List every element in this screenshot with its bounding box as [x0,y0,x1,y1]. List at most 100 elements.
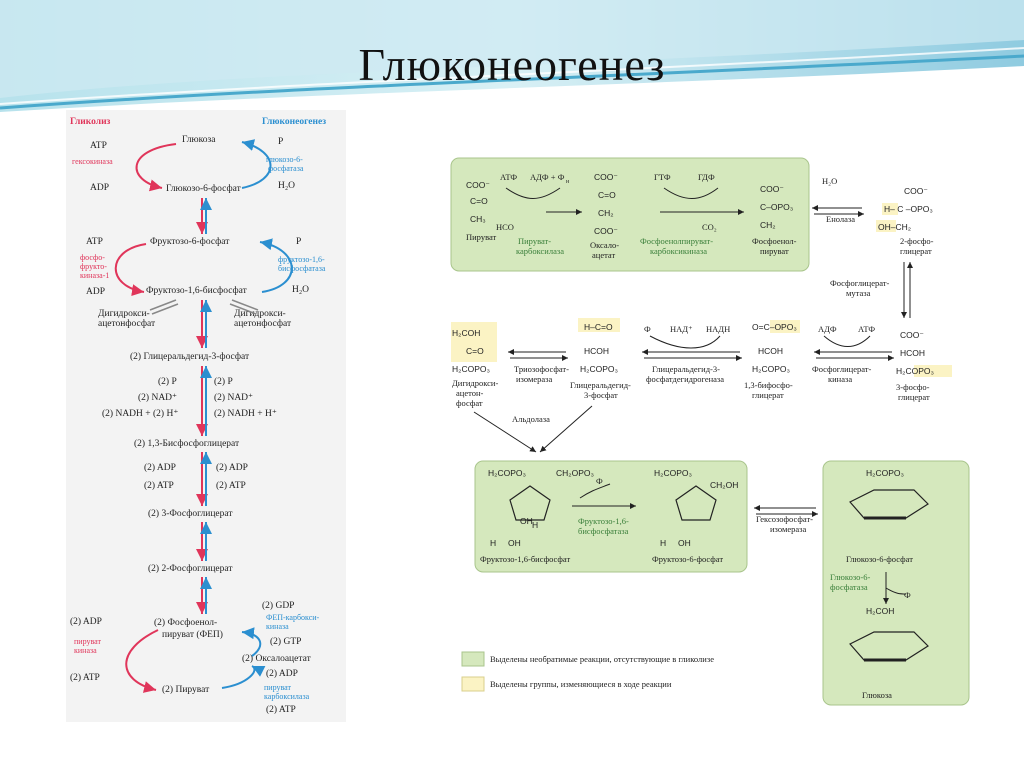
r-pyruvate: Пируват [466,232,497,242]
r-h2o: H₂O [822,176,837,186]
svg-text:O=C–OPO₃: O=C–OPO₃ [752,322,797,332]
svg-text:CH₂: CH₂ [598,208,614,218]
r-tpi: Триозофосфат- [514,364,569,374]
r-glucose: Глюкоза [862,690,892,700]
r-pep: Фосфоенол- [752,236,797,246]
svg-text:OH: OH [520,516,533,526]
h2o-1: H₂O [278,181,295,191]
pepck-label: ФЕП-карбокси- [266,613,320,622]
svg-text:HCOH: HCOH [758,346,783,356]
two-adp-left: (2) ADP [144,462,176,473]
pfk-label3: киназа-1 [80,271,109,280]
svg-text:COO⁻: COO⁻ [760,184,784,194]
svg-text:COO⁻: COO⁻ [904,186,928,196]
r-g6pase: Глюкозо-6- [830,572,870,582]
r-pgk: Фосфоглицерат- [812,364,871,374]
svg-text:COO⁻: COO⁻ [594,172,618,182]
svg-text:C=O: C=O [598,190,616,200]
r-pg3: 3-фосфо- [896,382,930,392]
two-gtp: (2) GTP [270,636,301,647]
legend-yellow-swatch [461,676,485,692]
svg-text:H₂COPO₃: H₂COPO₃ [452,364,490,374]
r-gpi: Гексозофосфат- [756,514,813,524]
two-nadh-left: (2) NADH + (2) H⁺ [102,408,178,419]
r-co2: CO₂ [702,222,717,232]
r-adf: АДФ [818,324,837,334]
svg-text:H: H [490,538,496,548]
r-aldolase: Альдолаза [512,414,550,424]
r-gdf: ГДФ [698,172,715,182]
r-pc-label: Пируват- [518,236,551,246]
r-bpg2: глицерат [752,390,784,400]
left-pathway-scheme: Гликолиз Глюконеогенез Глюкоза Глюкозо-6… [66,110,346,722]
svg-text:COO⁻: COO⁻ [594,226,618,236]
svg-text:H₂COPO₃: H₂COPO₃ [866,468,904,478]
svg-text:C=O: C=O [466,346,484,356]
pi-1: P [278,137,283,147]
r-pgk2: киназа [828,374,852,384]
r-fbp: Фруктозо-1,6-бисфосфат [480,554,570,564]
r-oaa2: ацетат [592,250,615,260]
r-g6pase2: фосфатаза [830,582,868,592]
r-oaa: Оксало- [590,240,619,250]
h2o-2: H₂O [292,285,309,295]
pyruvate-label: (2) Пируват [162,684,210,695]
pep-label2: пируват (ФЕП) [162,629,223,640]
fructose16bp-label: Фруктозо-1,6-бисфосфат [146,285,248,296]
svg-text:H₂COPO₃: H₂COPO₃ [488,468,526,478]
glycolysis-header: Гликолиз [70,117,111,127]
svg-text:HCOH: HCOH [900,348,925,358]
r-pg2: 2-фосфо- [900,236,934,246]
r-nadh: НАДН [706,324,730,334]
hexokinase-label: гексокиназа [72,157,113,166]
pyruvate-pep-box [450,157,810,272]
svg-text:OH: OH [678,538,691,548]
svg-text:COO⁻: COO⁻ [466,180,490,190]
pep-label: (2) Фосфоенол- [154,617,217,628]
g6p-glucose-box [822,460,970,706]
pfk-label2: фрукто- [80,262,107,271]
svg-text:C=O: C=O [470,196,488,206]
r-fbpase2: бисфосфатаза [578,526,629,536]
two-atp-pc: (2) ATP [266,704,296,715]
g3p-label: (2) Глицеральдегид-3-фосфат [130,351,250,362]
svg-text:CH₃: CH₃ [470,214,486,224]
two-pi-right: (2) P [214,376,233,387]
r-fn-3: Ф [904,590,911,600]
r-pepck-label2: карбоксикиназа [650,246,707,256]
pg2-label: (2) 2-Фосфоглицерат [148,563,233,574]
svg-text:H₂COPO₃: H₂COPO₃ [752,364,790,374]
r-gap2: 3-фосфат [584,390,618,400]
two-adp-pk: (2) ADP [70,616,102,627]
r-dhap: Дигидрокси- [452,378,498,388]
r-dhap2: ацетон- [456,388,483,398]
g6pase-label: глюкозо-6- [266,155,303,164]
legend-green-text: Выделены необратимые реакции, отсутствую… [490,654,714,664]
two-adp-pc: (2) ADP [266,668,298,679]
svg-text:HCOH: HCOH [584,346,609,356]
fbpase-label: фруктозо-1,6- [278,255,325,264]
r-gapdh2: фосфатдегидрогеназа [646,374,724,384]
pg3-label: (2) 3-Фосфоглицерат [148,508,233,519]
dhap-left-label2: ацетонфосфат [98,318,156,329]
two-atp-right: (2) ATP [216,480,246,491]
fructose6p-label: Фруктозо-6-фосфат [150,236,230,247]
r-bpg: 1,3-бифосфо- [744,380,793,390]
r-fn-1: Ф [644,324,651,334]
atp-2: ATP [86,237,103,247]
dhap-right-label: Дигидрокси- [234,309,286,319]
glucose-label: Глюкоза [182,135,216,145]
pc-label2: карбоксилаза [264,692,310,701]
svg-text:H₂COH: H₂COH [866,606,894,616]
svg-text:COO⁻: COO⁻ [900,330,924,340]
svg-text:C–OPO₃: C–OPO₃ [760,202,793,212]
r-enolase: Енолаза [826,214,855,224]
gluconeogenesis-header: Глюконеогенез [262,117,326,127]
r-pgm: Фосфоглицерат- [830,278,889,288]
dhap-left-label: Дигидрокси- [98,309,150,319]
r-gtf: ГТФ [654,172,671,182]
r-fn-2: Ф [596,476,603,486]
svg-text:OH–CH₂: OH–CH₂ [878,222,911,232]
svg-text:CH₂OH: CH₂OH [710,480,738,490]
